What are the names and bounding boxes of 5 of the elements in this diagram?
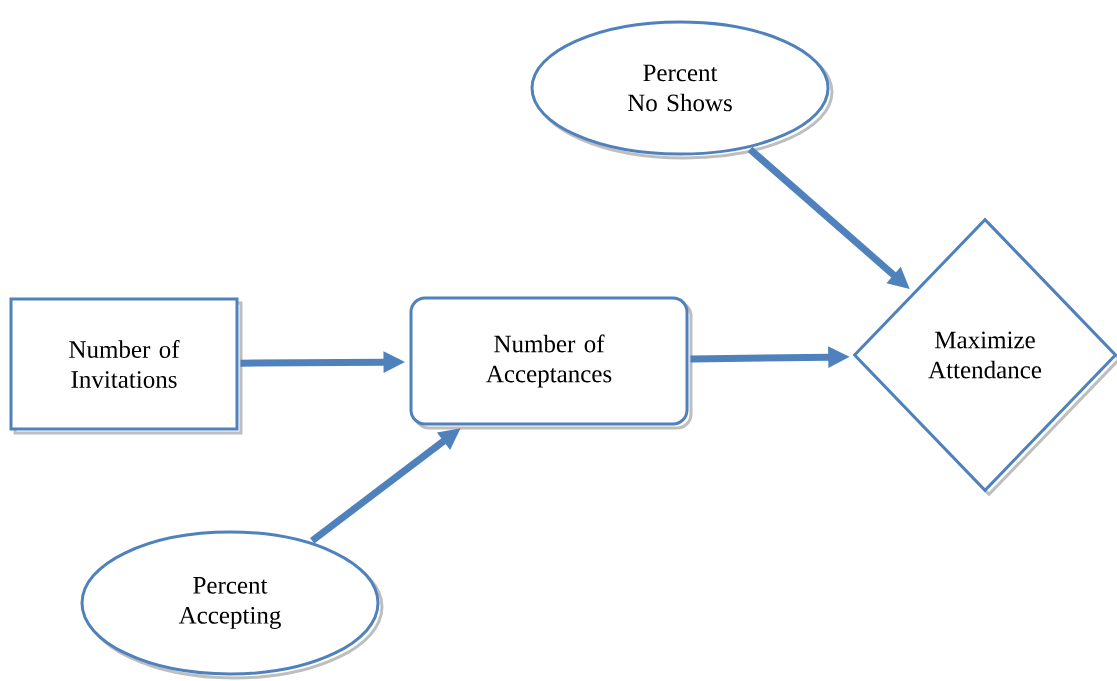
- node-label: Percent Accepting: [178, 577, 281, 629]
- ellipse-node: Percent Accepting: [80, 530, 384, 680]
- process-box: Number of Invitations: [9, 297, 243, 435]
- rounded-box: Number of Acceptances: [409, 296, 693, 430]
- ellipse-node: Percent No Shows: [530, 20, 834, 160]
